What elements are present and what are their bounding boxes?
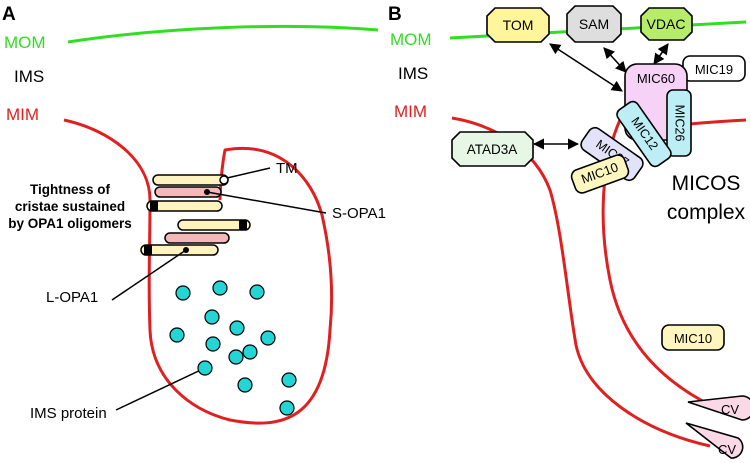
sam-mic60-arrow bbox=[603, 47, 627, 73]
ims-protein-dot bbox=[237, 377, 253, 393]
opa1-bar-3 bbox=[146, 200, 223, 212]
atad3a-label: ATAD3A bbox=[467, 142, 518, 157]
opa1-bar-4 bbox=[177, 219, 251, 231]
sam-label: SAM bbox=[579, 16, 609, 32]
vdac-label: VDAC bbox=[647, 16, 686, 32]
opa1-bar-2 bbox=[154, 186, 222, 198]
mic26-box bbox=[666, 89, 692, 157]
ims-protein-dot bbox=[197, 360, 213, 376]
tightness-line-1: Tightness of bbox=[30, 182, 111, 197]
ims-protein-leader bbox=[115, 367, 206, 411]
micos-label-line-2: complex bbox=[667, 201, 746, 224]
l-opa1-leader bbox=[111, 249, 187, 301]
opa1-tm-domain bbox=[219, 175, 229, 185]
ims-protein-label: IMS protein bbox=[30, 405, 107, 422]
ims-protein-dot bbox=[205, 336, 221, 352]
opa1-bar-4-cap bbox=[239, 220, 247, 230]
mic10-lower-label: MIC10 bbox=[674, 331, 712, 346]
panel-a: A MOM IMS MIM TM S-OPA1 bbox=[2, 4, 386, 425]
mic10-lower-box bbox=[661, 324, 725, 351]
ims-protein-dot bbox=[175, 285, 191, 301]
mic10-upper-group: MIC10 bbox=[570, 154, 630, 194]
panel-a-ims-label: IMS bbox=[14, 67, 44, 86]
atad3a-box bbox=[451, 131, 534, 167]
panel-a-mom-line bbox=[67, 24, 379, 44]
vdac-mic60-arrow bbox=[653, 43, 669, 65]
cv-lower-shape bbox=[685, 422, 744, 459]
sam-box bbox=[566, 5, 622, 43]
s-opa1-label: S-OPA1 bbox=[332, 205, 386, 222]
panel-a-mom-label: MOM bbox=[4, 33, 46, 52]
opa1-bar-3-cap bbox=[150, 201, 158, 211]
panel-b-letter: B bbox=[388, 4, 402, 25]
cv-upper-shape bbox=[687, 395, 750, 421]
mic60-label: MIC60 bbox=[637, 71, 675, 86]
ims-protein-dot bbox=[228, 349, 244, 365]
panel-b-mim-top bbox=[689, 118, 747, 126]
tom-label: TOM bbox=[503, 17, 534, 33]
micos-label-line-1: MICOS bbox=[672, 172, 741, 195]
l-opa1-label: L-OPA1 bbox=[46, 289, 98, 306]
ims-protein-dot bbox=[279, 400, 295, 416]
tightness-line-2: cristae sustained bbox=[15, 199, 125, 214]
ims-protein-dot bbox=[169, 327, 185, 343]
opa1-bar-6-cap bbox=[144, 245, 152, 255]
tm-leader bbox=[226, 167, 271, 179]
cv-lower-label: CV bbox=[718, 442, 736, 457]
panel-a-mim-label: MIM bbox=[6, 105, 39, 124]
vdac-box bbox=[640, 7, 693, 41]
ims-protein-dot bbox=[249, 284, 265, 300]
opa1-bar-1 bbox=[152, 174, 229, 186]
opa1-bar-5 bbox=[164, 232, 230, 244]
ims-protein-dot bbox=[212, 280, 228, 296]
panel-b: B MOM IMS MIM TOM SAM VDAC MIC19 MIC60 M bbox=[388, 4, 750, 459]
panel-b-mim-crista-left bbox=[451, 116, 711, 448]
ims-protein-dot bbox=[242, 344, 258, 360]
panel-b-mim-label: MIM bbox=[394, 102, 427, 121]
mic19-label: MIC19 bbox=[695, 62, 733, 77]
panel-b-ims-label: IMS bbox=[398, 64, 428, 83]
mic10-upper-box bbox=[570, 154, 630, 194]
ims-protein-dot bbox=[229, 320, 245, 336]
mic26-label: MIC26 bbox=[673, 105, 687, 142]
ims-proteins bbox=[169, 280, 297, 416]
tm-label: TM bbox=[276, 160, 298, 177]
panel-a-letter: A bbox=[2, 4, 16, 25]
panel-b-mom-label: MOM bbox=[390, 30, 432, 49]
ims-protein-dot bbox=[204, 309, 220, 325]
ims-protein-dot bbox=[281, 372, 297, 388]
tightness-line-3: by OPA1 oligomers bbox=[8, 216, 132, 231]
tom-box bbox=[486, 7, 550, 43]
opa1-oligomers bbox=[140, 174, 251, 256]
tom-mic60-arrow bbox=[549, 43, 623, 92]
ims-protein-dot bbox=[260, 330, 276, 346]
mic12-box bbox=[616, 100, 672, 168]
mic12-group: MIC12 bbox=[616, 100, 672, 168]
cv-upper-label: CV bbox=[721, 402, 739, 417]
s-opa1-leader bbox=[206, 191, 327, 214]
